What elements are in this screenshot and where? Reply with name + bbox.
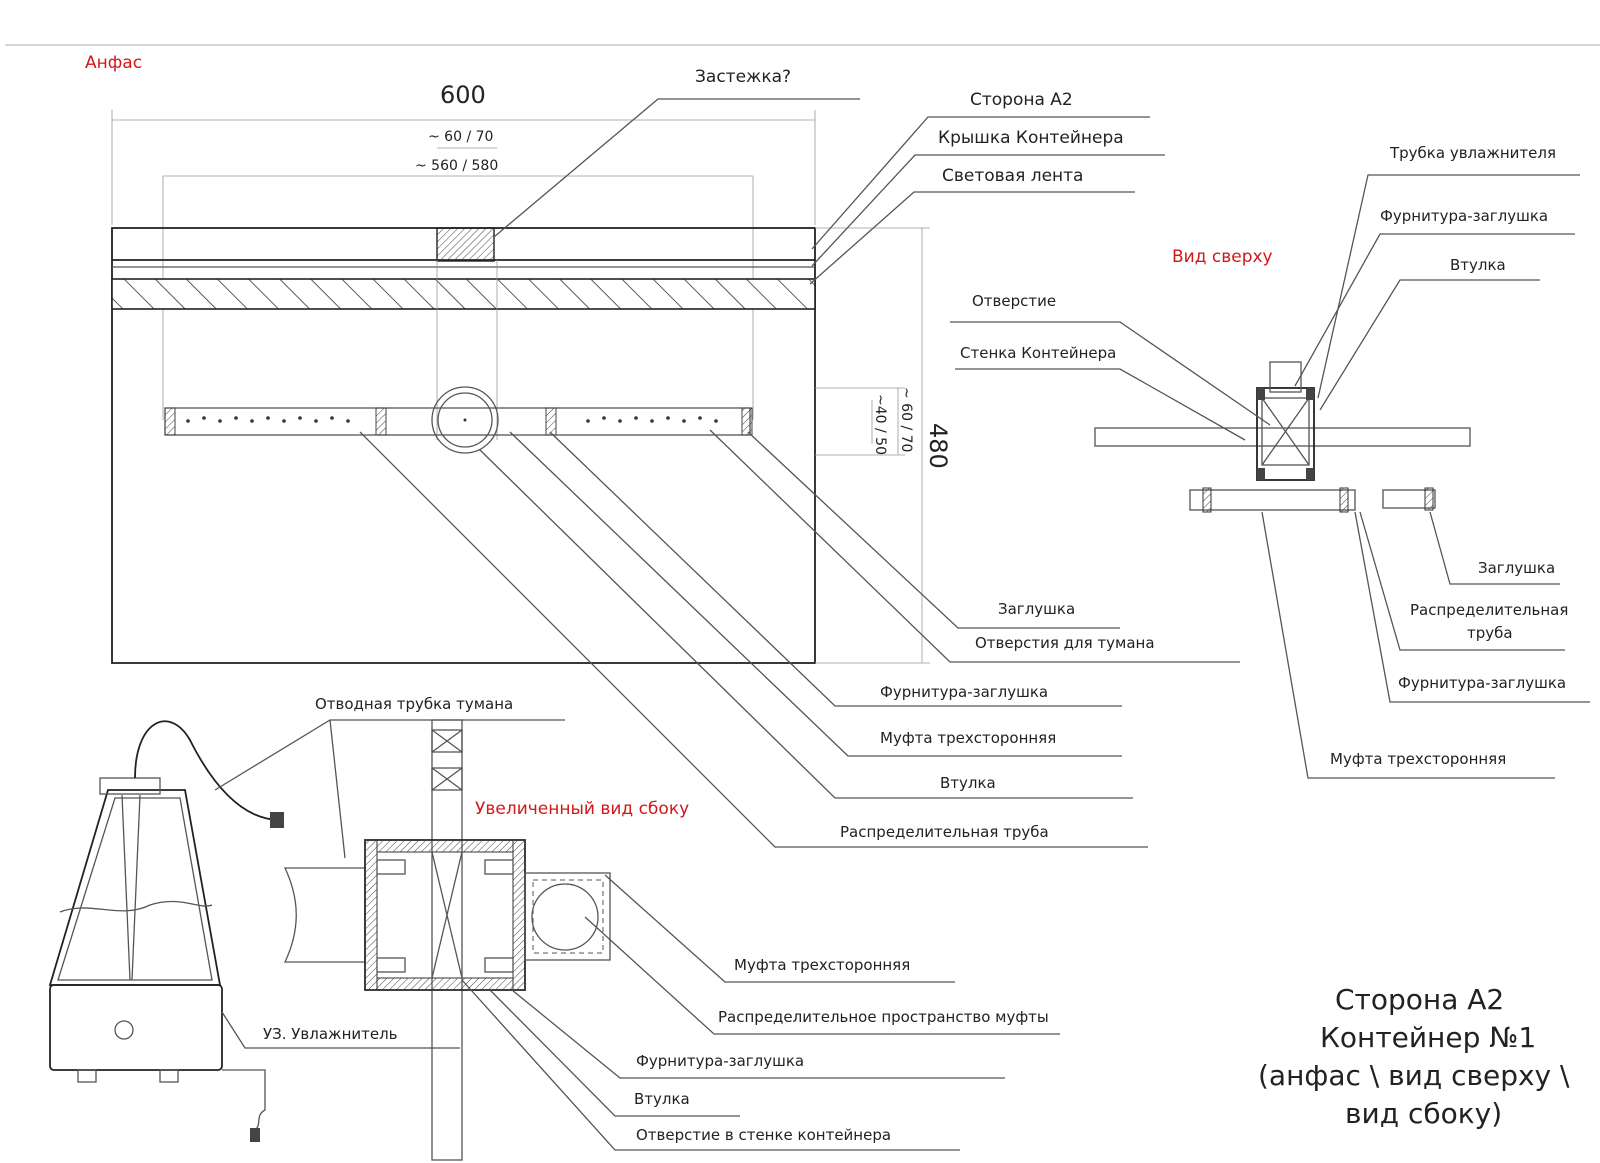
top-label-dist-pipe-1: Распределительная xyxy=(1410,601,1568,619)
top-view: Вид сверху Трубка увлажнителя Фурнитура-… xyxy=(950,144,1590,779)
clasp xyxy=(436,227,495,262)
stamp-line-1: Сторона А2 xyxy=(1335,983,1504,1016)
container-wall-top xyxy=(1094,427,1471,447)
label-bushing: Втулка xyxy=(940,774,996,792)
side-label-tee: Муфта трехсторонняя xyxy=(734,956,910,974)
label-dist-pipe: Распределительная труба xyxy=(840,823,1049,841)
humidifier-tube-top xyxy=(1269,361,1302,393)
title-stamp: Сторона А2 Контейнер №1 (анфас \ вид све… xyxy=(1258,983,1570,1130)
tee-coupling-side xyxy=(364,839,526,991)
side-view-title: Увеличенный вид сбоку xyxy=(475,799,689,819)
dim-inner-width: ~ 560 / 580 xyxy=(415,158,498,174)
humidifier-sketch: Отводная трубка тумана УЗ. Увлажнитель xyxy=(48,695,565,1142)
top-label-tee: Муфта трехсторонняя xyxy=(1330,750,1506,768)
top-label-hum-tube: Трубка увлажнителя xyxy=(1389,144,1556,162)
fog-holes-right xyxy=(586,416,718,423)
label-lid: Крышка Контейнера xyxy=(938,128,1124,148)
top-label-dist-pipe-2: труба xyxy=(1467,624,1513,642)
top-view-title: Вид сверху xyxy=(1172,247,1273,267)
label-tee: Муфта трехсторонняя xyxy=(880,729,1056,747)
dim-width: 600 xyxy=(440,81,486,109)
stamp-line-4: вид сбоку) xyxy=(1345,1097,1502,1130)
dim-height: 480 xyxy=(924,423,952,469)
fog-holes-left xyxy=(186,416,350,423)
tee-coupling-front xyxy=(431,386,499,454)
front-view: Анфас 600 ~ 60 / 70 ~ 560 / 580 xyxy=(85,53,1240,848)
container-wall-side xyxy=(431,719,463,1161)
top-label-plug: Заглушка xyxy=(1478,559,1555,577)
side-label-bushing: Втулка xyxy=(634,1090,690,1108)
bushing-top xyxy=(1256,387,1315,481)
label-outlet-tube: Отводная трубка тумана xyxy=(315,695,513,713)
label-humidifier: УЗ. Увлажнитель xyxy=(263,1025,398,1043)
label-clasp: Застежка? xyxy=(695,67,791,87)
dist-pipe-side xyxy=(283,867,366,963)
side-label-wall-hole: Отверстие в стенке контейнера xyxy=(636,1126,891,1144)
top-label-bushing: Втулка xyxy=(1450,256,1506,274)
dim-pipe-h2: ~40 / 50 xyxy=(872,394,888,455)
label-side-a2: Сторона А2 xyxy=(970,90,1073,110)
top-label-hole: Отверстие xyxy=(972,292,1056,310)
front-view-title: Анфас xyxy=(85,53,142,73)
top-label-fitting-plug2: Фурнитура-заглушка xyxy=(1398,674,1566,692)
label-fitting-plug: Фурнитура-заглушка xyxy=(880,683,1048,701)
label-plug: Заглушка xyxy=(998,600,1075,618)
side-label-fitting-plug: Фурнитура-заглушка xyxy=(636,1052,804,1070)
side-label-dist-space: Распределительное пространство муфты xyxy=(718,1008,1049,1026)
dist-pipe-top xyxy=(1189,489,1356,511)
stamp-line-3: (анфас \ вид сверху \ xyxy=(1258,1059,1570,1092)
fog-outlet-hose xyxy=(134,720,281,821)
dim-clasp: ~ 60 / 70 xyxy=(428,129,493,145)
label-fog-holes: Отверстия для тумана xyxy=(975,634,1155,652)
label-light-strip: Световая лента xyxy=(942,166,1083,186)
top-label-fitting-plug: Фурнитура-заглушка xyxy=(1380,207,1548,225)
light-strip xyxy=(111,278,816,310)
stamp-line-2: Контейнер №1 xyxy=(1320,1021,1536,1054)
top-label-wall: Стенка Контейнера xyxy=(960,344,1116,362)
side-view: Увеличенный вид сбоку Муфта трехстороння… xyxy=(283,719,1060,1161)
dim-pipe-h1: ~ 60 / 70 xyxy=(898,387,914,452)
